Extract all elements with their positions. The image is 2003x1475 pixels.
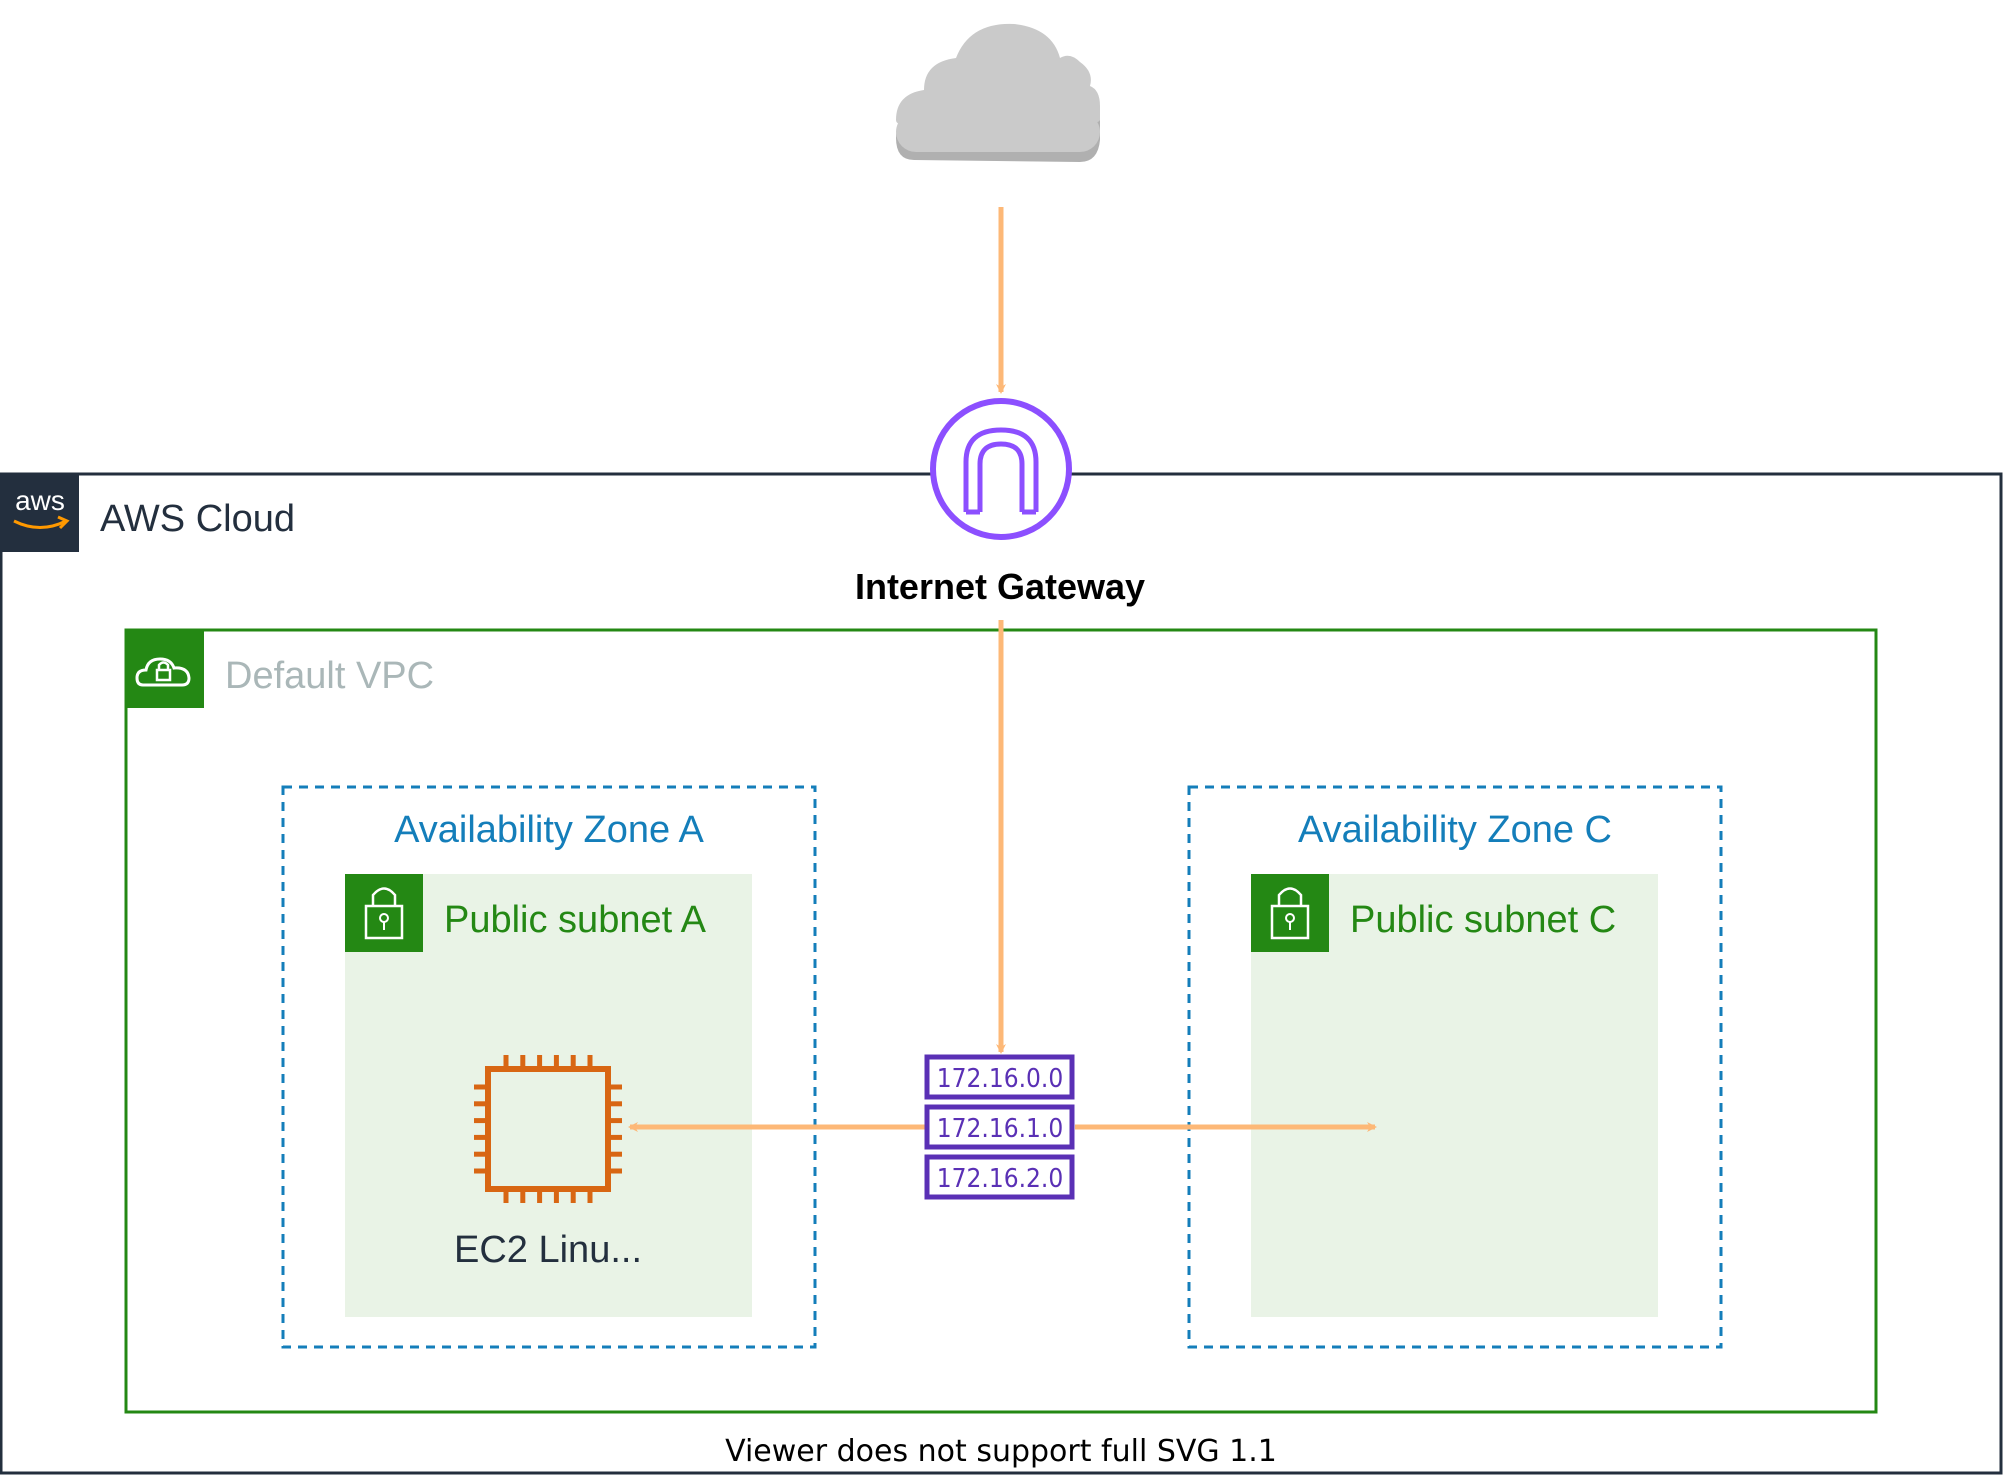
aws-logo-text: aws — [15, 485, 65, 516]
internet-gateway-icon — [930, 398, 1072, 540]
padlock-icon — [345, 874, 423, 952]
az-a-label: Availability Zone A — [394, 809, 704, 851]
availability-zone-c: Availability Zone C Public subnet C — [1187, 785, 1723, 1349]
route-entry: 172.16.0.0 — [924, 1054, 1075, 1100]
route-entry: 172.16.2.0 — [924, 1154, 1075, 1200]
gateway-label-bg — [845, 554, 1157, 618]
az-c-label: Availability Zone C — [1298, 809, 1612, 851]
route-table-icon: 172.16.0.0 172.16.1.0 172.16.2.0 — [924, 1054, 1075, 1200]
availability-zone-a: Availability Zone A Public subnet A EC2 … — [281, 785, 817, 1349]
aws-cloud-label: AWS Cloud — [100, 498, 295, 540]
az-a-border — [281, 785, 817, 1349]
az-c-border — [1187, 785, 1723, 1349]
route-entry: 172.16.1.0 — [924, 1104, 1075, 1150]
route-entry-text: 172.16.2.0 — [937, 1164, 1063, 1194]
vpc-cloud-lock-icon — [126, 630, 204, 708]
subnet-a-label: Public subnet A — [444, 899, 707, 941]
route-entry-text: 172.16.1.0 — [937, 1114, 1063, 1144]
route-entry-text: 172.16.0.0 — [937, 1064, 1063, 1094]
vpc-label: Default VPC — [225, 655, 434, 697]
gateway-label: Internet Gateway — [855, 566, 1145, 607]
public-subnet-a: Public subnet A — [345, 874, 752, 1317]
aws-logo-icon: aws — [1, 474, 79, 552]
svg-support-notice: Viewer does not support full SVG 1.1 — [725, 1434, 1277, 1469]
subnet-c-label: Public subnet C — [1350, 899, 1616, 941]
public-subnet-c: Public subnet C — [1251, 874, 1658, 1317]
padlock-icon — [1251, 874, 1329, 952]
ec2-instance-icon — [474, 1055, 622, 1203]
ec2-label: EC2 Linu... — [454, 1229, 642, 1271]
cloud-icon — [896, 23, 1100, 162]
connectors — [628, 207, 1377, 1132]
